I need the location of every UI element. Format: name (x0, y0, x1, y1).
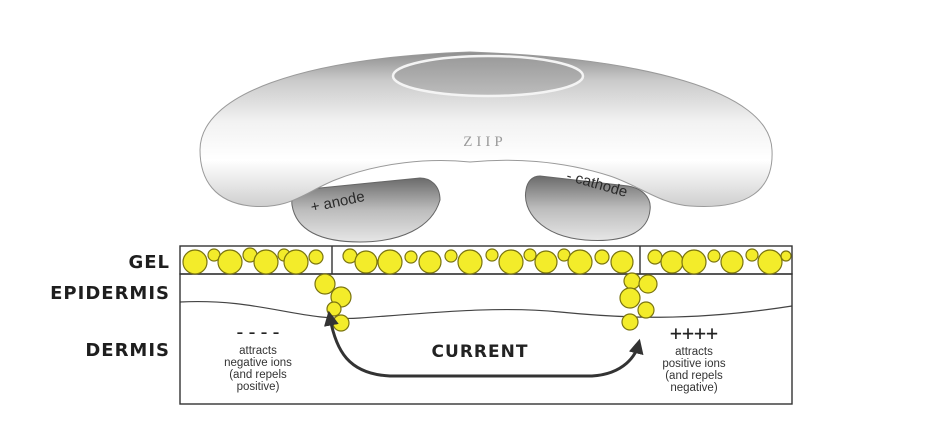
gel-bead (404, 250, 418, 264)
skin-outline (179, 273, 793, 405)
gel-bead (418, 250, 442, 274)
gel-bead (308, 249, 324, 265)
dermis-label: DERMIS (85, 340, 170, 361)
gel-bead (567, 249, 593, 275)
device-top-ring (391, 54, 585, 98)
gel-bead (660, 250, 684, 274)
gel-bead (283, 249, 309, 275)
current-label: CURRENT (432, 342, 529, 362)
gel-bead (780, 250, 792, 262)
gel-label: GEL (128, 252, 170, 273)
gel-bead (621, 313, 639, 331)
ziip-device: ZIIP + anode - cathode (199, 51, 773, 243)
positive-signs: ++++ (670, 321, 718, 345)
gel-bead (182, 249, 208, 275)
cathode-note-line-2: positive ions (662, 358, 726, 370)
gel-bead (326, 301, 342, 317)
anode-note-line-1: attracts (239, 345, 277, 357)
cathode-pad (524, 175, 651, 241)
gel-bead (253, 249, 279, 275)
gel-bead (619, 287, 641, 309)
anode-note-line-2: negative ions (224, 357, 292, 369)
cathode-note-line-3: (and repels (665, 370, 723, 382)
gel-bead (637, 301, 655, 319)
cathode-note-line-4: negative) (670, 382, 717, 394)
gel-bead (523, 248, 537, 262)
cathode-note: ++++ attracts positive ions (and repels … (662, 321, 726, 394)
gel-bead (745, 248, 759, 262)
gel-bead (610, 250, 634, 274)
gel-bead (757, 249, 783, 275)
anode-note-line-3: (and repels (229, 369, 287, 381)
gel-bead (638, 274, 658, 294)
gel-bead (594, 249, 610, 265)
gel-bead (377, 249, 403, 275)
device-body (199, 51, 773, 208)
cathode-note-line-1: attracts (675, 346, 713, 358)
gel-bead (217, 249, 243, 275)
negative-signs: ---- (234, 320, 282, 344)
gel-bead (444, 249, 458, 263)
gel-bead (485, 248, 499, 262)
anode-note: ---- attracts negative ions (and repels … (224, 320, 292, 393)
epidermis-boundary (179, 300, 793, 320)
brand-logo-text: ZIIP (463, 134, 507, 150)
gel-bead (332, 314, 350, 332)
gel-bead (314, 273, 336, 295)
gel-bead (534, 250, 558, 274)
gel-bead (707, 249, 721, 263)
gel-bead (681, 249, 707, 275)
anode-note-line-4: positive) (237, 381, 280, 393)
gel-bead (647, 249, 663, 265)
current-arrow (324, 310, 644, 378)
gel-bead (720, 250, 744, 274)
epidermis-label: EPIDERMIS (50, 283, 170, 304)
gel-bead (354, 250, 378, 274)
gel-bead (623, 272, 641, 290)
gel-bead (498, 249, 524, 275)
gel-bead (457, 249, 483, 275)
